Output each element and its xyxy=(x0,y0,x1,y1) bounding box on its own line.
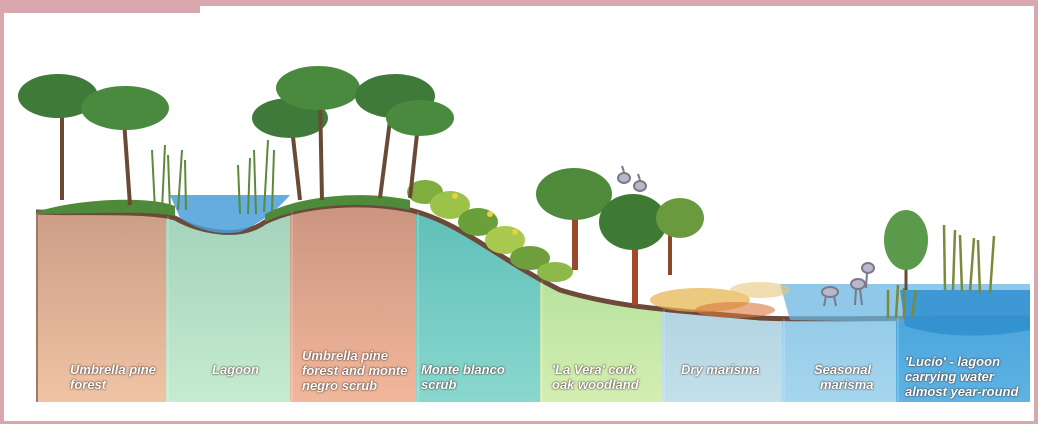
umbrella-pine-trees xyxy=(18,66,454,205)
label-lagoon: Lagoon xyxy=(212,362,259,377)
cork-oak-trees xyxy=(536,168,704,305)
label-dry-marisma: Dry marisma xyxy=(681,362,760,377)
dry-marisma-patch xyxy=(695,302,775,318)
dry-marisma-patch xyxy=(730,282,790,298)
lucio-water xyxy=(900,290,1030,336)
lucio-tree xyxy=(884,210,928,290)
